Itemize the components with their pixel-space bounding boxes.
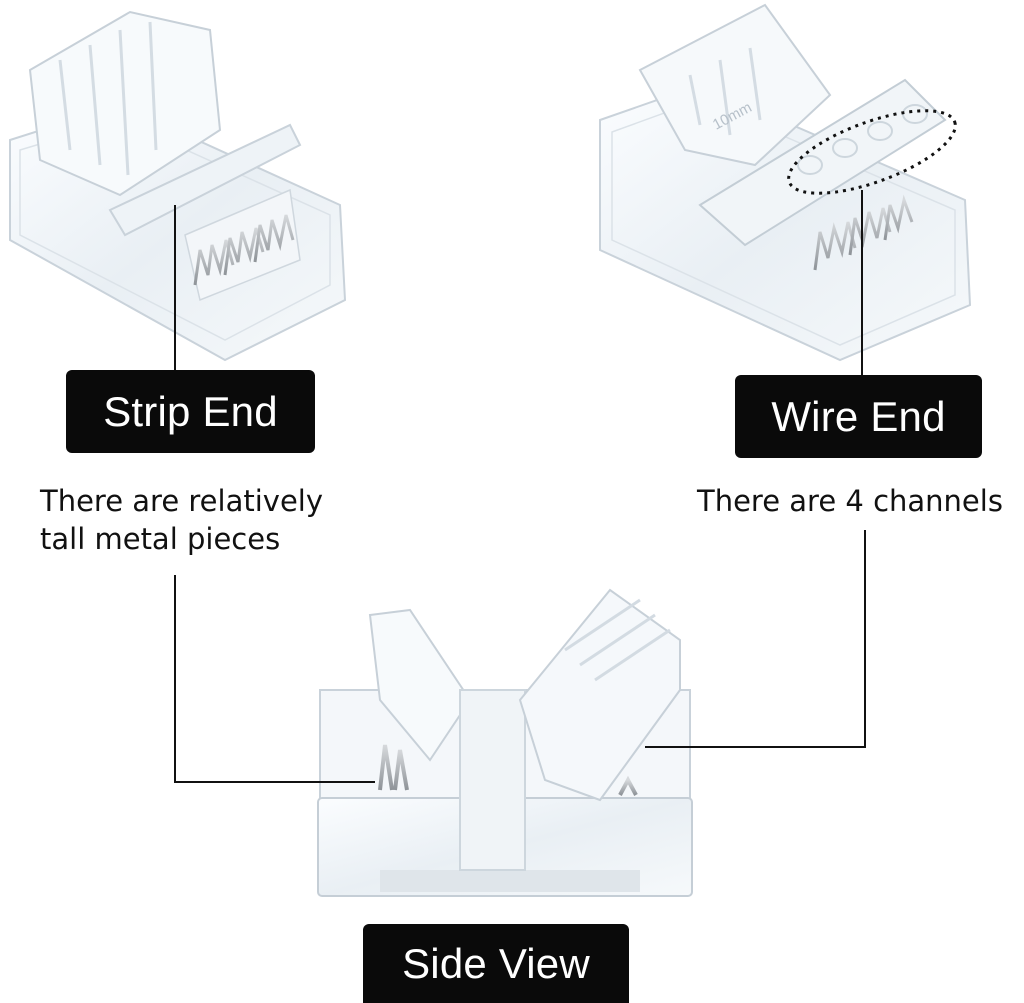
metal-pins-icon: [193, 214, 295, 286]
side-view-connector: [317, 588, 693, 897]
metal-pins-icon: [378, 744, 638, 796]
strip-end-label: Strip End: [66, 370, 315, 453]
leader-lines: [174, 190, 866, 783]
wire-end-note: There are 4 channels: [697, 484, 1003, 518]
side-view-label: Side View: [363, 924, 629, 1003]
strip-end-connector: [9, 10, 347, 362]
strip-end-note: There are relatively tall metal pieces: [40, 484, 324, 556]
wire-channels-icon: [797, 104, 928, 175]
metal-pins-icon: [813, 194, 914, 271]
channels-highlight-ellipse: [787, 109, 957, 195]
strip-note-leader: [174, 575, 375, 783]
wire-note-leader: [645, 530, 866, 748]
wire-end-connector: 10mm: [599, 3, 972, 362]
wire-end-label: Wire End: [735, 375, 982, 458]
